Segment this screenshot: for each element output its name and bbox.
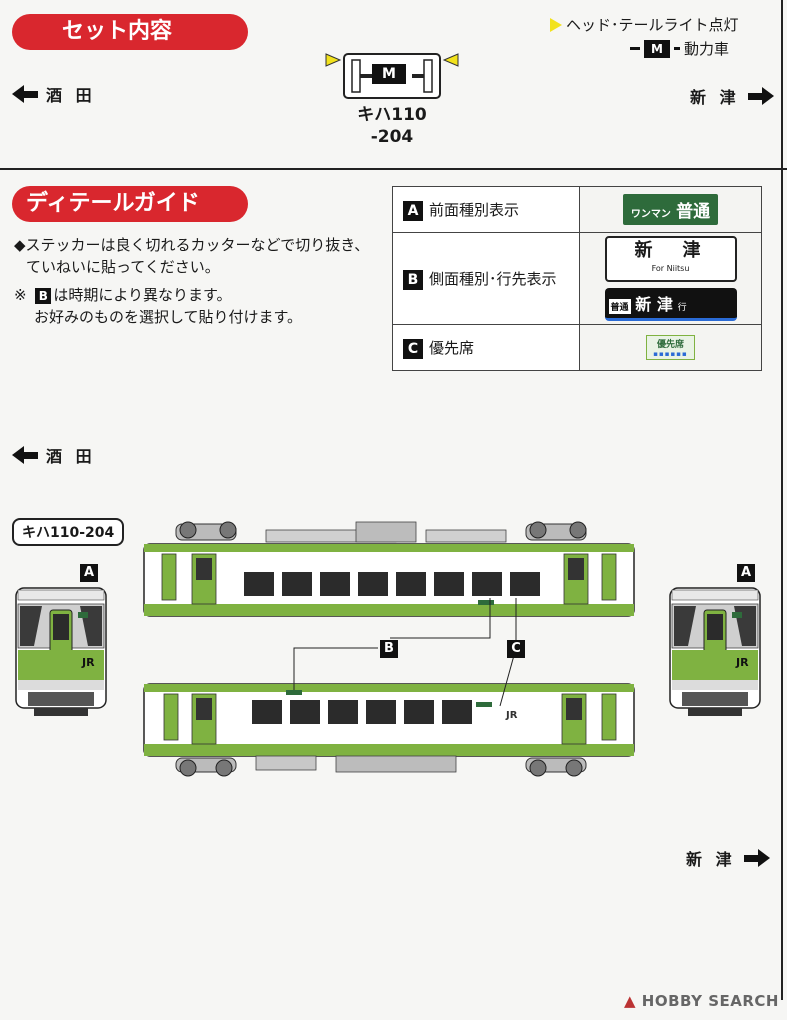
callout-a-right: A	[737, 564, 755, 582]
legend-headlight: ヘッド･テールライト点灯	[550, 14, 739, 35]
side-jr-logo: JR	[505, 710, 518, 721]
callout-a-left: A	[80, 564, 98, 582]
jr-logo: JR	[81, 656, 95, 669]
front-view-right: JR	[669, 587, 761, 716]
headlight-triangle-icon	[550, 17, 562, 32]
callout-lines	[293, 598, 517, 707]
arrow-right-icon	[743, 849, 770, 867]
side-view-lower: JR	[143, 683, 635, 777]
sticker-note: ◆ステッカーは良く切れるカッターなどで切り抜き、 ていねいに貼ってください。	[14, 236, 370, 276]
callout-c: C	[507, 640, 525, 658]
arrow-left-icon	[12, 85, 38, 103]
direction-left-top: 酒 田	[12, 82, 96, 106]
jr-logo: JR	[735, 656, 749, 669]
direction-right-diagram: 新 津	[686, 846, 770, 870]
section-divider	[0, 168, 787, 170]
motor-badge-icon: M	[644, 39, 670, 58]
legend-motor: M 動力車	[630, 38, 729, 59]
set-car-number: キハ110 -204	[357, 105, 427, 147]
right-border	[781, 0, 783, 1000]
arrow-left-icon	[12, 446, 38, 464]
detail-guide-title: ディテールガイド	[12, 186, 248, 222]
direction-right-top: 新 津	[690, 84, 774, 108]
side-view-upper	[143, 521, 635, 617]
priority-seat-sample: 優先席 ▪▪▪▪▪▪	[579, 324, 762, 371]
front-view-left: JR	[15, 587, 107, 716]
arrow-right-icon	[747, 87, 774, 105]
hobby-search-logo-icon: ▲	[624, 992, 637, 1010]
front-type-sample: ワンマン 普通	[579, 186, 762, 233]
side-destination-samples: 新 津 For Niitsu 普通 新 津 行	[579, 232, 762, 325]
callout-b: B	[380, 640, 398, 658]
watermark: ▲ HOBBY SEARCH	[624, 992, 779, 1010]
set-car-motor-badge: M	[372, 64, 406, 84]
car-number-label: キハ110-204	[12, 518, 125, 546]
set-contents-title: セット内容	[12, 14, 248, 50]
direction-left-diagram: 酒 田	[12, 443, 96, 467]
